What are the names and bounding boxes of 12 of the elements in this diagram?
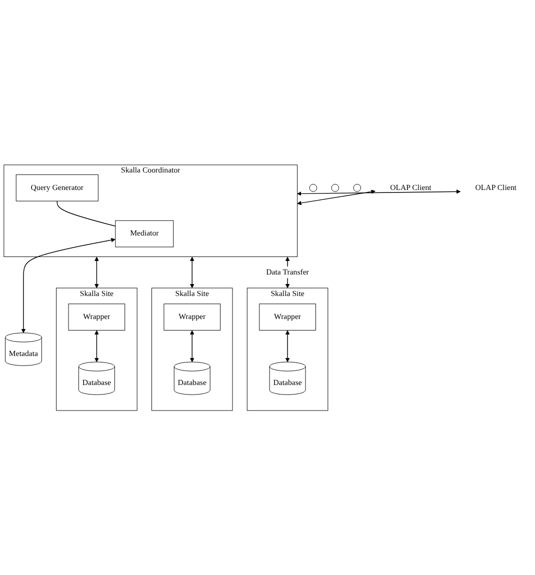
arrow <box>190 256 194 288</box>
arrow <box>21 238 116 333</box>
arrow <box>285 330 290 362</box>
arrow <box>94 256 99 288</box>
arrow <box>297 189 376 205</box>
node-circle <box>331 184 340 192</box>
arrow <box>190 330 194 362</box>
node-circle <box>309 184 318 192</box>
arrow <box>297 189 461 196</box>
arrow <box>94 330 99 362</box>
connector <box>56 200 116 226</box>
node-circle <box>353 184 362 192</box>
